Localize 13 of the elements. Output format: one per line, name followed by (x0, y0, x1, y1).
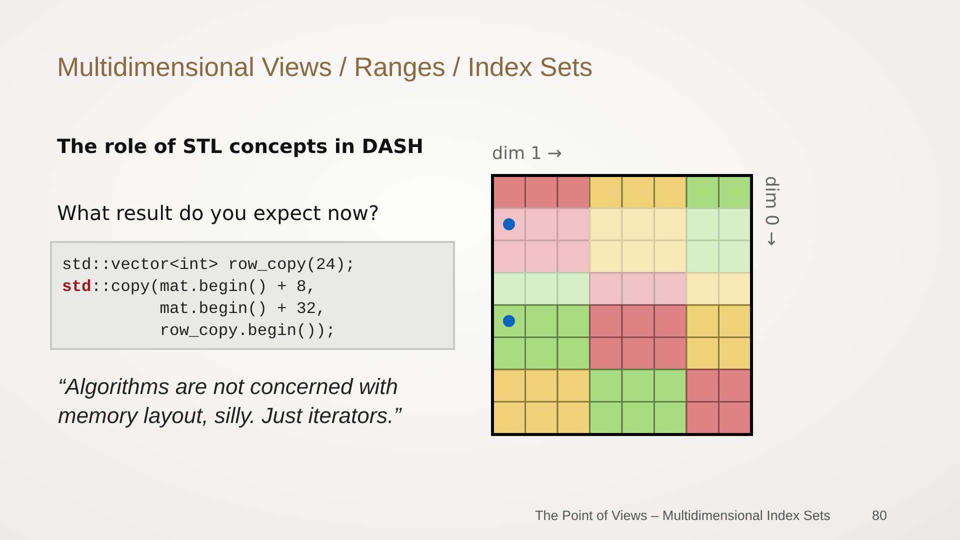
page-number: 80 (872, 507, 888, 524)
code-block (50, 241, 455, 350)
code-line: std::vector<int> row_copy(24); (62, 254, 356, 276)
subtitle: The role of STL concepts in DASH (57, 135, 424, 159)
axis-label: dim 1 → (492, 144, 562, 165)
code-line: std::copy(mat.begin() + 8, (62, 276, 316, 298)
slide-title: Multidimensional Views / Ranges / Index Sets (57, 51, 593, 83)
footer-text: The Point of Views – Multidimensional Index Sets (535, 507, 830, 524)
code-line: row_copy.begin()); (160, 320, 336, 342)
quote-text: “Algorithms are not concerned with memory layout, silly. Just iterators.” (58, 373, 403, 430)
code-line: mat.begin() + 32, (160, 298, 326, 320)
question-text: What result do you expect now? (57, 201, 380, 225)
axis-label: dim 0 → (760, 176, 781, 246)
